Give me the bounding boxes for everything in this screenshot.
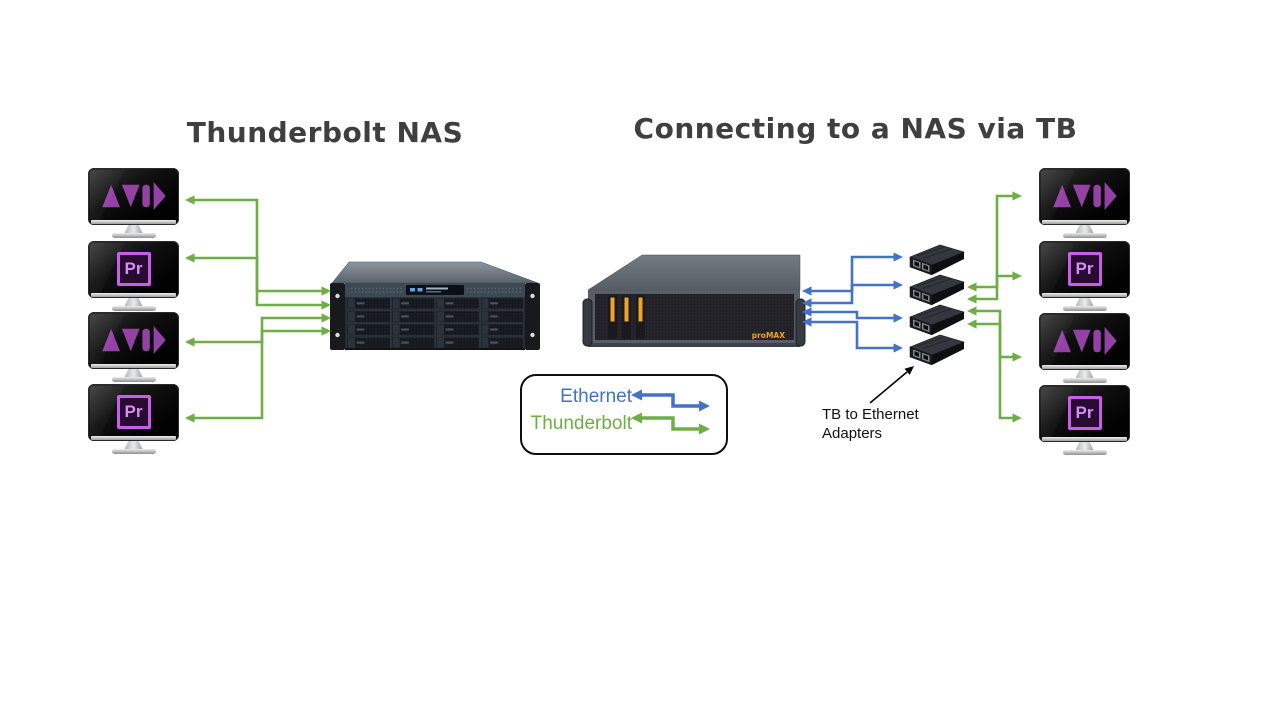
monitor-chin — [1042, 293, 1127, 297]
monitor-stand — [124, 441, 143, 449]
legend-label-ethernet: Ethernet — [560, 386, 632, 407]
avid-logo-icon — [1052, 181, 1117, 210]
monitor-base — [1062, 378, 1107, 383]
monitor-chin — [91, 436, 176, 440]
monitor-stand — [124, 369, 143, 377]
monitor-base — [111, 377, 156, 382]
legend-box: Ethernet Thunderbolt — [520, 374, 728, 455]
monitor-base — [111, 233, 156, 238]
monitor-stand — [1075, 370, 1094, 378]
server-handle — [795, 298, 806, 347]
monitor-base — [1062, 233, 1107, 238]
monitor-right-2-premiere: Pr — [1039, 241, 1130, 311]
usb-port-icon — [410, 288, 415, 292]
monitor-screen: Pr — [1039, 241, 1130, 298]
adapter-annotation-line1: TB to Ethernet — [822, 406, 919, 423]
monitor-chin — [1042, 220, 1127, 224]
monitor-chin — [91, 364, 176, 368]
monitor-left-1-avid — [88, 168, 179, 238]
adapter-annotation-line2: Adapters — [822, 425, 883, 442]
server-handle — [582, 298, 593, 347]
adapter-annotation-label: TB to Ethernet Adapters — [822, 405, 952, 443]
page-title-right: Connecting to a NAS via TB — [633, 112, 1078, 145]
monitor-screen — [88, 168, 179, 225]
monitor-left-2-premiere: Pr — [88, 241, 179, 311]
tb-ethernet-adapter-1 — [909, 244, 965, 276]
monitor-right-1-avid — [1039, 168, 1130, 238]
server-vent-grille — [349, 286, 403, 294]
server-led-bars — [610, 297, 643, 322]
monitor-left-4-premiere: Pr — [88, 384, 179, 454]
avid-logo-icon — [101, 181, 166, 210]
avid-logo-icon — [1052, 326, 1117, 355]
monitor-base — [1062, 306, 1107, 311]
monitor-screen — [88, 312, 179, 369]
thunderbolt-nas-server — [330, 261, 540, 350]
monitor-stand — [124, 225, 143, 233]
server-vent-grille — [467, 286, 521, 294]
premiere-logo-icon: Pr — [116, 394, 151, 429]
tb-ethernet-adapter-4 — [909, 334, 965, 366]
premiere-logo-icon: Pr — [1067, 395, 1102, 430]
monitor-stand — [1075, 298, 1094, 306]
nas-brand-logo: proMAX — [752, 331, 785, 340]
tb-ethernet-adapter-2 — [909, 274, 965, 306]
monitor-screen — [1039, 168, 1130, 225]
legend-label-thunderbolt: Thunderbolt — [530, 413, 632, 434]
page-title-left: Thunderbolt NAS — [186, 116, 464, 149]
premiere-logo-icon: Pr — [1067, 251, 1102, 286]
monitor-left-3-avid — [88, 312, 179, 382]
monitor-chin — [91, 293, 176, 297]
monitor-base — [111, 306, 156, 311]
premiere-logo-icon: Pr — [116, 251, 151, 286]
monitor-screen: Pr — [88, 241, 179, 298]
monitor-base — [111, 449, 156, 454]
server-front-io-panel — [406, 285, 464, 295]
monitor-stand — [1075, 442, 1094, 450]
annotation-pointer-line — [869, 371, 908, 404]
monitor-stand — [1075, 225, 1094, 233]
monitor-chin — [1042, 365, 1127, 369]
usb-port-icon — [417, 288, 423, 292]
monitor-stand — [124, 298, 143, 306]
avid-logo-icon — [101, 325, 166, 354]
monitor-right-3-avid — [1039, 313, 1130, 383]
monitor-screen: Pr — [1039, 385, 1130, 442]
monitor-screen — [1039, 313, 1130, 370]
monitor-chin — [1042, 437, 1127, 441]
monitor-screen: Pr — [88, 384, 179, 441]
monitor-base — [1062, 450, 1107, 455]
monitor-right-4-premiere: Pr — [1039, 385, 1130, 455]
monitor-chin — [91, 220, 176, 224]
tb-ethernet-adapter-3 — [909, 304, 965, 336]
promax-nas-server: proMAX — [582, 254, 806, 347]
